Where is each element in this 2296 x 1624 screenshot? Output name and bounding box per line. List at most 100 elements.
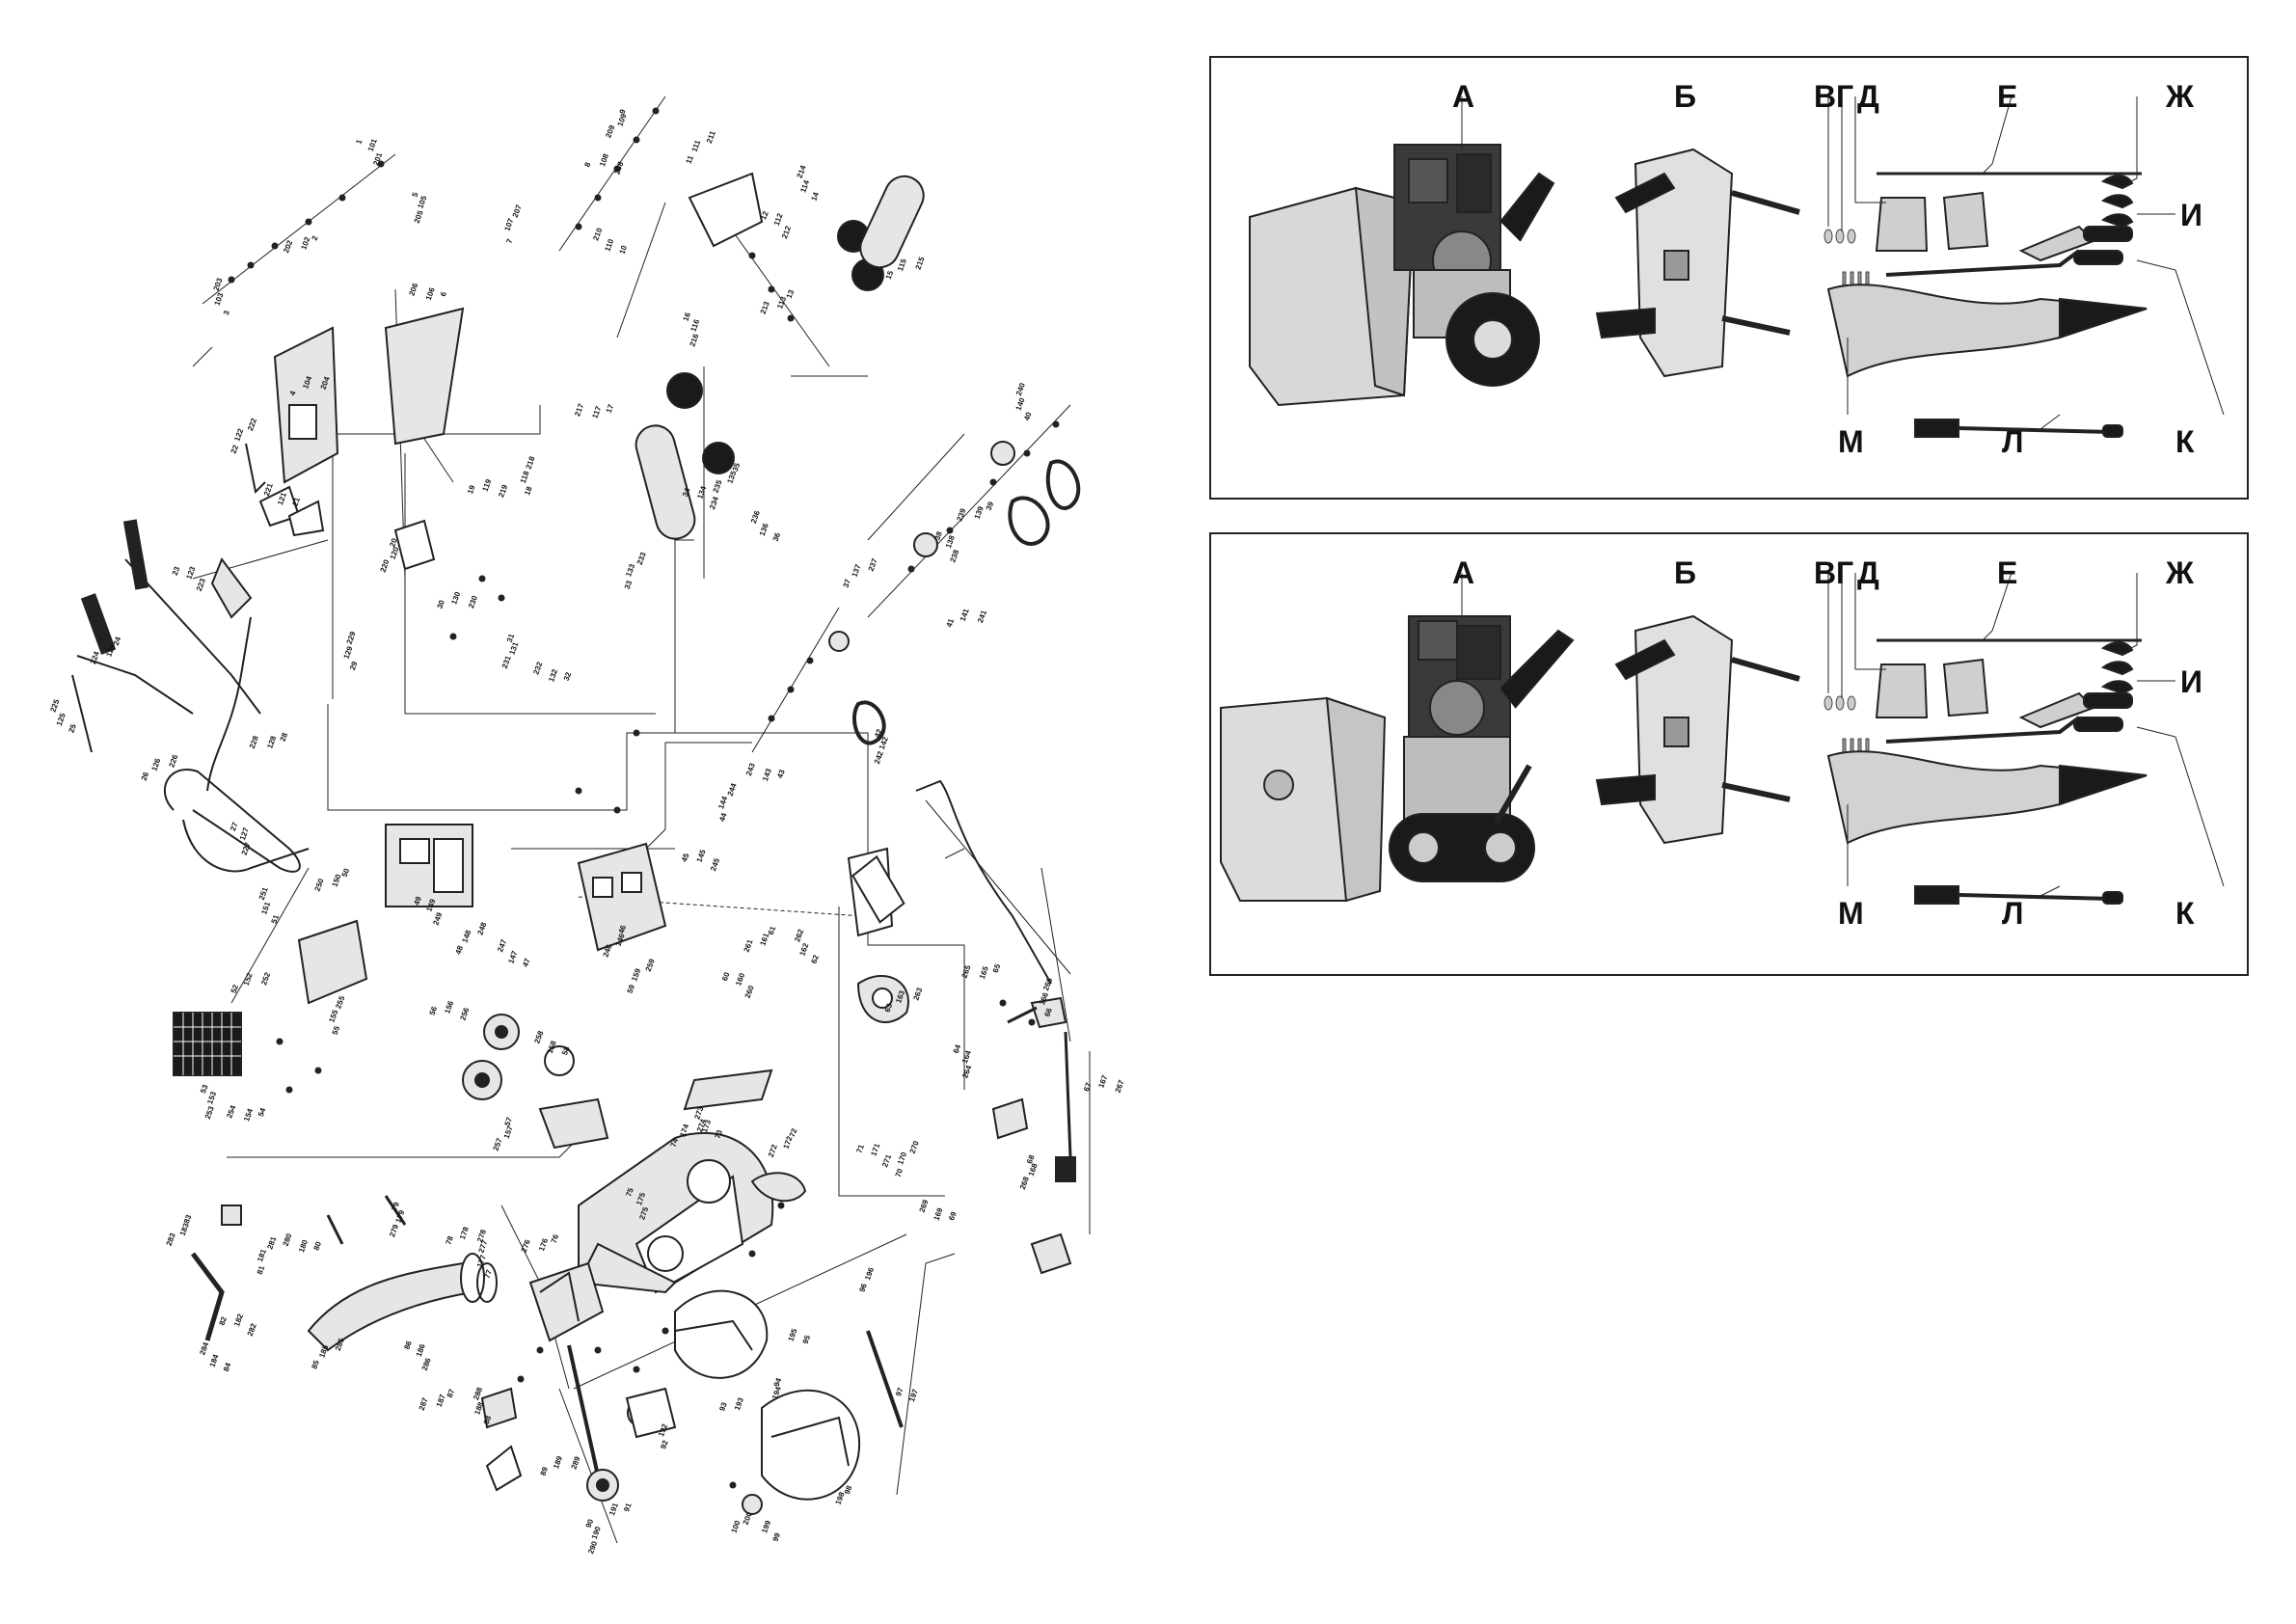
part-number-label: 71 bbox=[854, 1143, 866, 1154]
part-number-label: 208 bbox=[612, 160, 625, 176]
part-number-label: 290 bbox=[586, 1539, 599, 1555]
kit-label-I: И bbox=[2180, 198, 2202, 232]
kit-label-E: Е bbox=[1997, 555, 2018, 590]
part-number-label: 246 bbox=[602, 943, 614, 959]
part-number-label: 123 bbox=[184, 565, 197, 581]
part-number-label: 145 bbox=[695, 848, 708, 863]
part-number-label: 30 bbox=[435, 599, 446, 610]
part-number-label: 66 bbox=[1042, 1007, 1054, 1018]
part-number-label: 19 bbox=[466, 483, 477, 495]
part-number-label: 224 bbox=[89, 650, 101, 665]
part-number-label: 172 bbox=[782, 1134, 795, 1150]
part-number-label: 139 bbox=[973, 504, 986, 520]
kit-label-G: Г bbox=[1836, 79, 1854, 114]
part-number-label: 104 bbox=[301, 374, 313, 390]
part-number-label: 144 bbox=[716, 795, 729, 810]
part-number-label: 260 bbox=[743, 984, 756, 999]
part-number-label: 29 bbox=[348, 660, 360, 671]
kit-label-I: И bbox=[2180, 664, 2202, 699]
part-number-label: 207 bbox=[511, 203, 524, 219]
part-number-label: 40 bbox=[1022, 411, 1034, 422]
part-number-label: 15 bbox=[884, 269, 896, 281]
part-number-label: 182 bbox=[232, 1313, 245, 1328]
part-number-label: 273 bbox=[692, 1105, 705, 1121]
part-number-label: 226 bbox=[167, 753, 179, 769]
part-number-label: 126 bbox=[149, 757, 162, 772]
part-number-label: 261 bbox=[743, 937, 755, 953]
part-number-label: 32 bbox=[562, 670, 574, 682]
part-number-label: 190 bbox=[590, 1525, 603, 1540]
part-number-label: 79 bbox=[391, 1201, 402, 1212]
part-number-label: 196 bbox=[863, 1266, 876, 1282]
part-number-label: 258 bbox=[532, 1029, 545, 1044]
part-number-label: 21 bbox=[291, 496, 303, 507]
part-number-label: 194 bbox=[770, 1385, 783, 1400]
part-number-label: 245 bbox=[709, 856, 721, 872]
part-number-label: 74 bbox=[669, 1137, 681, 1149]
part-number-label: 236 bbox=[749, 509, 762, 525]
part-number-label: 36 bbox=[771, 531, 783, 543]
part-number-label: 202 bbox=[282, 238, 294, 254]
part-number-label: 1 bbox=[354, 138, 364, 146]
part-number-label: 157 bbox=[502, 1124, 515, 1140]
part-number-label: 288 bbox=[472, 1386, 484, 1401]
part-number-label: 55 bbox=[331, 1024, 342, 1036]
part-number-label: 89 bbox=[539, 1465, 551, 1476]
part-number-label: 59 bbox=[626, 983, 637, 994]
part-number-label: 77 bbox=[483, 1268, 495, 1280]
kit-label-Zh: Ж bbox=[2166, 555, 2194, 590]
chute-assembly bbox=[191, 1195, 498, 1352]
part-number-label: 143 bbox=[761, 767, 773, 782]
part-number-label: 247 bbox=[496, 937, 508, 953]
part-number-label: 118 bbox=[519, 470, 531, 485]
part-number-label: 285 bbox=[334, 1337, 346, 1352]
part-number-label: 135 bbox=[725, 470, 738, 485]
part-number-label: 75 bbox=[624, 1186, 635, 1198]
part-number-label: 105 bbox=[416, 194, 428, 209]
part-number-label: 270 bbox=[908, 1139, 921, 1154]
part-number-label: 130 bbox=[449, 590, 462, 606]
part-number-label: 199 bbox=[760, 1519, 772, 1534]
crank-photo bbox=[1885, 716, 2081, 744]
part-number-label: 5 bbox=[411, 191, 420, 199]
part-number-label: 47 bbox=[521, 957, 532, 968]
part-number-label: 73 bbox=[714, 1128, 725, 1140]
part-number-label: 109 bbox=[616, 112, 629, 127]
part-number-label: 248 bbox=[475, 921, 488, 936]
part-number-label: 17 bbox=[605, 403, 616, 415]
part-number-label: 235 bbox=[712, 478, 724, 494]
part-number-label: 93 bbox=[717, 1400, 729, 1412]
part-number-label: 244 bbox=[726, 782, 739, 798]
part-number-label: 120 bbox=[389, 545, 401, 560]
part-number-label: 225 bbox=[48, 698, 61, 714]
part-number-label: 91 bbox=[622, 1502, 634, 1513]
part-number-label: 227 bbox=[240, 841, 253, 856]
part-number-label: 51 bbox=[270, 913, 282, 925]
part-number-label: 128 bbox=[265, 734, 278, 749]
part-number-label: 181 bbox=[256, 1248, 268, 1263]
part-number-label: 204 bbox=[319, 375, 332, 391]
kit-label-A: А bbox=[1452, 555, 1475, 590]
part-number-label: 159 bbox=[630, 967, 642, 983]
part-number-label: 131 bbox=[507, 640, 520, 656]
part-number-label: 110 bbox=[603, 237, 615, 253]
part-number-label: 171 bbox=[869, 1142, 881, 1157]
part-number-label: 262 bbox=[793, 928, 805, 943]
part-number-label: 251 bbox=[257, 885, 270, 901]
part-number-label: 129 bbox=[342, 644, 355, 660]
part-number-label: 165 bbox=[978, 964, 990, 980]
part-number-label: 107 bbox=[502, 217, 515, 232]
part-number-label: 277 bbox=[476, 1238, 489, 1254]
part-number-label: 185 bbox=[317, 1343, 330, 1359]
part-number-label: 191 bbox=[608, 1502, 620, 1517]
part-number-label: 67 bbox=[1082, 1081, 1094, 1093]
part-number-label: 52 bbox=[230, 983, 241, 994]
part-number-label: 94 bbox=[772, 1376, 784, 1388]
part-number-label: 72 bbox=[788, 1126, 799, 1138]
part-number-label: 69 bbox=[947, 1210, 959, 1222]
kit-label-A: А bbox=[1452, 79, 1475, 114]
part-number-label: 113 bbox=[775, 295, 788, 311]
part-number-label: 186 bbox=[415, 1342, 427, 1358]
part-number-label: 33 bbox=[623, 579, 635, 590]
part-number-label: 253 bbox=[203, 1104, 216, 1120]
